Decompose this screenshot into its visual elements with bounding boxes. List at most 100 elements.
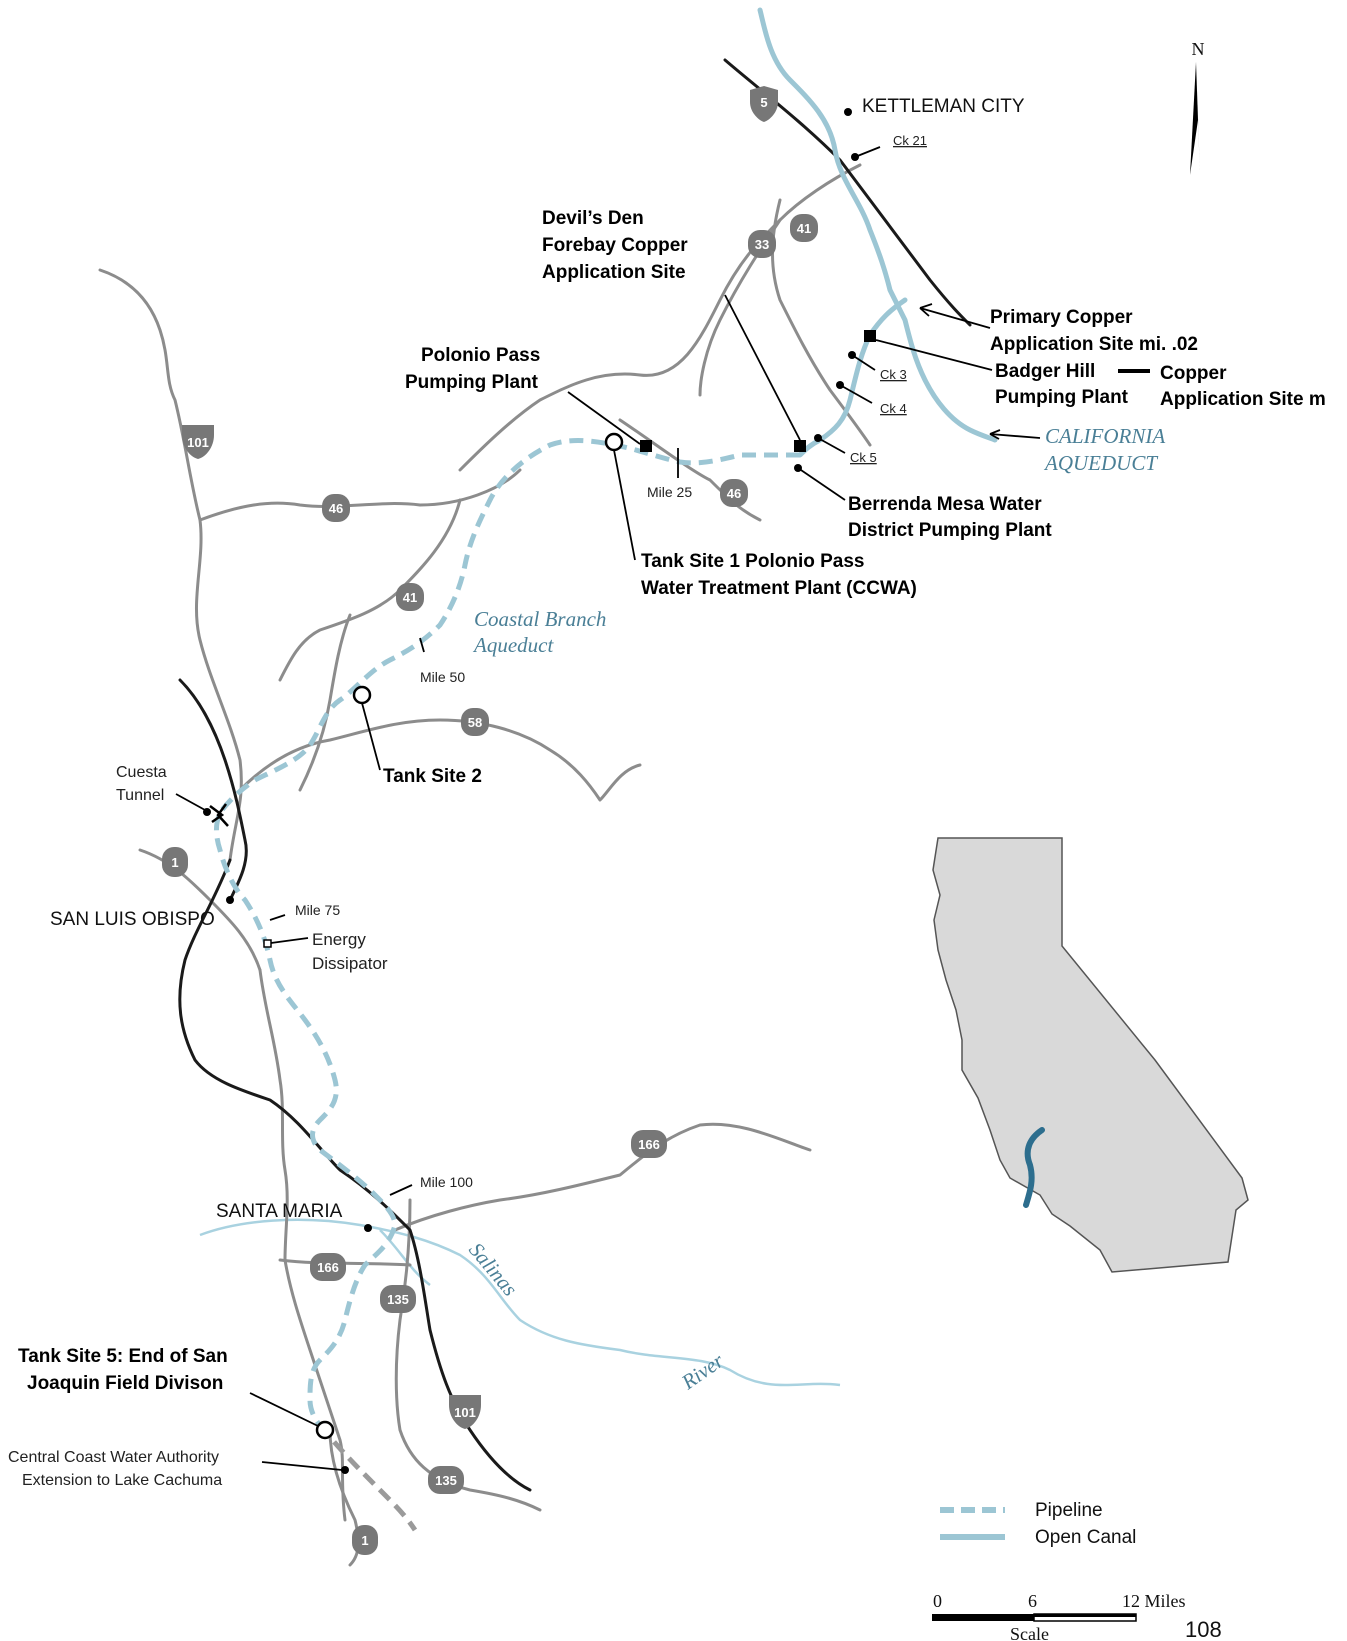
primary-copper-label: Primary Copper — [990, 307, 1133, 328]
ck21-label: Ck 21 — [893, 133, 927, 148]
legend-canal-label: Open Canal — [1035, 1527, 1136, 1548]
svg-text:AQUEDUCT: AQUEDUCT — [1043, 451, 1158, 475]
highway-1-south — [258, 968, 347, 1522]
energy-dissipator-marker — [263, 939, 272, 948]
copper-site-label: Copper — [1160, 363, 1227, 384]
ck4-label: Ck 4 — [880, 401, 907, 416]
north-arrow-icon — [1190, 62, 1198, 175]
svg-text:166: 166 — [317, 1260, 339, 1275]
north-arrow-label: N — [1192, 39, 1205, 59]
svg-text:1: 1 — [361, 1533, 368, 1548]
coastal-branch-label: Coastal Branch — [474, 607, 606, 631]
kettleman-city-label: KETTLEMAN CITY — [862, 96, 1025, 117]
tank-site-1-label: Tank Site 1 Polonio Pass — [641, 551, 865, 572]
svg-text:District Pumping Plant: District Pumping Plant — [848, 520, 1052, 541]
shield-sr33: 33 — [748, 230, 776, 258]
svg-text:101: 101 — [187, 435, 209, 450]
cuesta-tunnel-dot — [203, 808, 211, 816]
california-inset-map — [932, 837, 1249, 1273]
highway-41-south — [278, 498, 462, 682]
shield-sr46a: 46 — [322, 494, 350, 522]
ck5-label: Ck 5 — [850, 450, 877, 465]
svg-text:Extension to Lake Cachuma: Extension to Lake Cachuma — [22, 1472, 222, 1489]
tank-site-2-label: Tank Site 2 — [383, 766, 482, 787]
slo-dot — [226, 896, 234, 904]
us-101-cuesta — [178, 678, 248, 902]
highway-135 — [394, 1198, 542, 1512]
highway-166 — [393, 1122, 812, 1232]
cuesta-tunnel-label: Cuesta — [116, 764, 167, 781]
north-arrow: N — [1190, 39, 1205, 175]
shield-us101b: 101 — [449, 1395, 481, 1429]
scale-6: 6 — [1028, 1591, 1037, 1611]
svg-text:33: 33 — [755, 237, 769, 252]
ck3-label: Ck 3 — [880, 367, 907, 382]
svg-text:Aqueduct: Aqueduct — [472, 633, 554, 657]
salinas-label: Salinas — [464, 1238, 522, 1301]
river-branch — [379, 1229, 431, 1286]
highway-33 — [771, 198, 872, 447]
shield-sr1b: 1 — [352, 1525, 378, 1555]
santa-maria-label: SANTA MARIA — [216, 1201, 343, 1222]
mile-25-label: Mile 25 — [647, 484, 692, 500]
svg-text:Application Site: Application Site — [542, 262, 686, 283]
shield-sr41a: 41 — [790, 214, 818, 242]
svg-text:Application Site mi. .02: Application Site mi. .02 — [990, 334, 1198, 355]
shield-us101a: 101 — [182, 425, 214, 459]
california-aqueduct-label: CALIFORNIA — [1045, 424, 1165, 448]
svg-text:Application Site m: Application Site m — [1160, 389, 1326, 410]
shield-sr166b: 166 — [310, 1253, 346, 1281]
shield-sr1a: 1 — [162, 847, 188, 877]
california-aqueduct — [757, 7, 998, 443]
ccwa-dot — [341, 1466, 349, 1474]
kettleman-city-dot — [844, 108, 852, 116]
svg-text:Dissipator: Dissipator — [312, 954, 388, 973]
highway-46 — [198, 468, 522, 522]
shield-sr58: 58 — [461, 708, 489, 736]
shield-sr135b: 135 — [428, 1466, 464, 1494]
ccwa-extension-label: Central Coast Water Authority — [8, 1449, 219, 1466]
svg-text:Pumping Plant: Pumping Plant — [405, 372, 539, 393]
polonio-pass-label: Polonio Pass — [421, 345, 540, 366]
aqueduct-branch — [797, 297, 908, 458]
highway-41-cross — [298, 613, 352, 792]
tank-site-2-marker — [352, 685, 372, 705]
shield-sr46b: 46 — [720, 479, 748, 507]
berrenda-mesa-label: Berrenda Mesa Water — [848, 494, 1042, 515]
scale-label: Scale — [1010, 1624, 1049, 1641]
svg-text:46: 46 — [727, 486, 741, 501]
devils-den-label: Devil’s Den — [542, 208, 644, 229]
svg-text:41: 41 — [797, 221, 811, 236]
highway-1-coast — [328, 1428, 360, 1567]
svg-text:58: 58 — [468, 715, 482, 730]
svg-text:41: 41 — [403, 590, 417, 605]
scale-bar: 0 6 12 Miles Scale — [932, 1591, 1186, 1641]
mile-50-label: Mile 50 — [420, 669, 465, 685]
scale-12: 12 Miles — [1122, 1591, 1186, 1611]
tank-site-5-label: Tank Site 5: End of San — [18, 1346, 228, 1367]
legend: Pipeline Open Canal — [940, 1500, 1136, 1548]
svg-text:Water Treatment Plant (CCWA): Water Treatment Plant (CCWA) — [641, 578, 917, 599]
badger-hill-marker — [864, 330, 876, 342]
santa-maria-dot — [364, 1224, 372, 1232]
svg-text:46: 46 — [329, 501, 343, 516]
page-number: 108 — [1185, 1617, 1222, 1641]
tank-site-5-marker — [315, 1420, 335, 1440]
highway-46-east — [618, 418, 762, 522]
salinas-river — [199, 1218, 841, 1387]
svg-text:Tunnel: Tunnel — [116, 787, 164, 804]
coastal-branch-pipeline — [214, 437, 801, 1427]
highway-101-north — [98, 268, 243, 862]
shield-sr41b: 41 — [396, 583, 424, 611]
san-luis-obispo-label: SAN LUIS OBISPO — [50, 909, 215, 930]
highway-41-north — [458, 163, 862, 472]
energy-dissipator-label: Energy — [312, 930, 366, 949]
mile-75-label: Mile 75 — [295, 902, 340, 918]
shield-sr166a: 166 — [631, 1130, 667, 1158]
polonio-pumping-marker — [640, 440, 652, 452]
svg-text:Forebay Copper: Forebay Copper — [542, 235, 688, 256]
svg-text:166: 166 — [638, 1137, 660, 1152]
devils-den-site-marker — [794, 440, 806, 452]
svg-text:101: 101 — [454, 1405, 476, 1420]
badger-hill-label: Badger Hill — [995, 361, 1095, 382]
